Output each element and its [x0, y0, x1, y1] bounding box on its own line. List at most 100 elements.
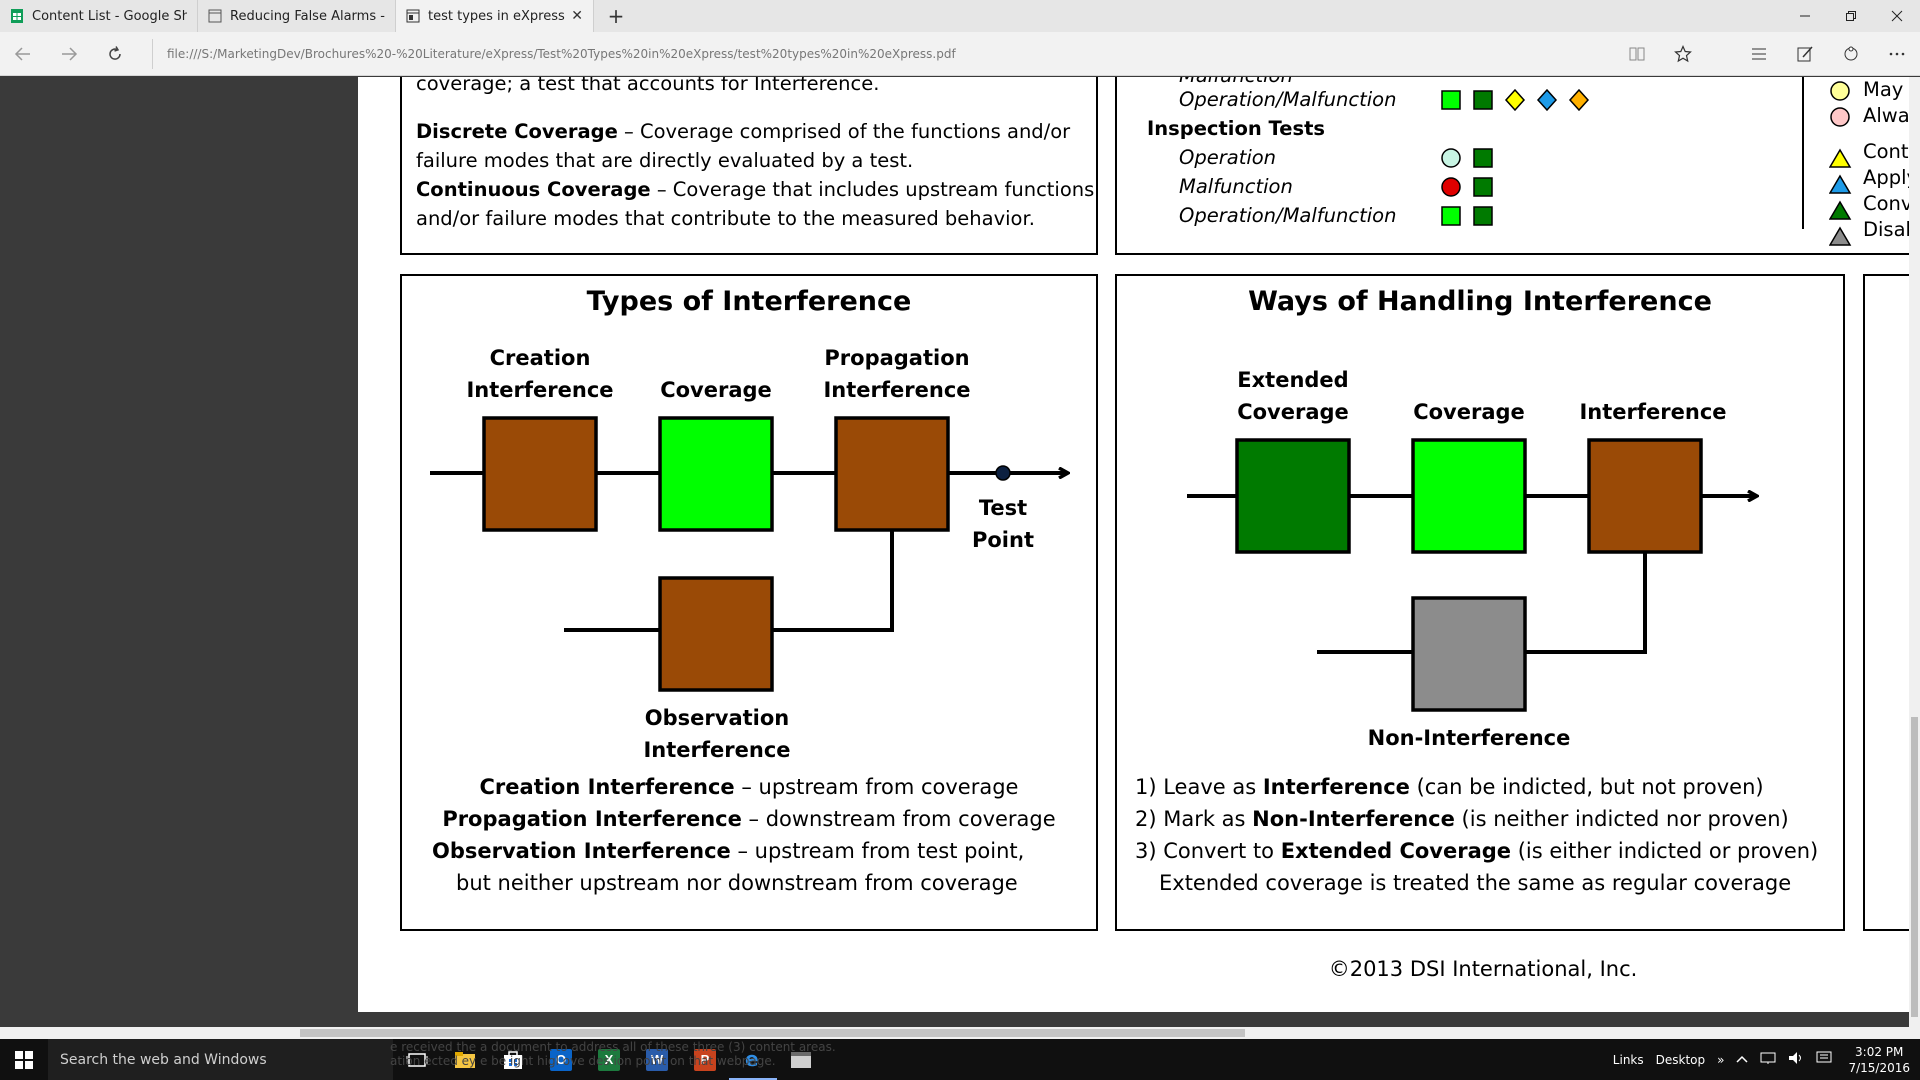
legend-right-item: May [1863, 78, 1904, 101]
vertical-scrollbar[interactable] [1909, 77, 1920, 1027]
address-bar[interactable]: file:///S:/MarketingDev/Brochures%20-%20… [152, 38, 1600, 69]
coverage-box [1411, 438, 1527, 554]
legend-symbols-operation [1441, 148, 1493, 168]
refresh-icon[interactable] [92, 32, 138, 76]
app-window-icon[interactable] [777, 1039, 825, 1080]
row-malfunction: Malfunction [1179, 175, 1293, 198]
panel-title: Ways of Handling Interference [1248, 286, 1712, 317]
new-tab-button[interactable]: + [607, 4, 625, 28]
powerpoint-icon[interactable]: P [681, 1039, 729, 1080]
legend-right-item: Alwa [1863, 104, 1910, 127]
close-window-icon[interactable] [1874, 0, 1920, 32]
close-tab-icon[interactable]: ✕ [571, 8, 583, 24]
vertical-scroll-thumb[interactable] [1911, 717, 1918, 1017]
taskbar: Search the web and Windows O X W P e Lin… [0, 1039, 1920, 1080]
tab-reducing-false-alarms[interactable]: Reducing False Alarms - Jou [198, 0, 396, 32]
coverage-box [658, 416, 774, 532]
pdf-page: coverage; a test that accounts for Inter… [358, 77, 1920, 1012]
term: Continuous Coverage [416, 178, 651, 201]
clock-date: 7/15/2016 [1848, 1060, 1910, 1075]
minimize-icon[interactable] [1782, 0, 1828, 32]
system-tray: Links Desktop » 3:02 PM 7/15/2016 [1607, 1039, 1920, 1080]
extended-coverage-box [1235, 438, 1351, 554]
restore-icon[interactable] [1828, 0, 1874, 32]
definition-observation: Observation Interference – upstream from… [432, 835, 1024, 867]
handling-item-3: 3) Convert to Extended Coverage (is eith… [1135, 835, 1818, 867]
text: 1) Leave as [1135, 775, 1263, 799]
discrete-coverage-line: Discrete Coverage – Coverage comprised o… [416, 117, 1070, 146]
network-icon[interactable] [1760, 1051, 1776, 1068]
action-center-icon[interactable] [1816, 1051, 1832, 1068]
forward-icon[interactable] [46, 32, 92, 76]
file-explorer-icon[interactable] [441, 1039, 489, 1080]
creation-interference-box [482, 416, 598, 532]
links-toolbar[interactable]: Links [1612, 1052, 1644, 1067]
label-line: Point [971, 528, 1034, 552]
clock-time: 3:02 PM [1855, 1044, 1904, 1059]
propagation-interference-box [834, 416, 950, 532]
tray-overflow-icon[interactable] [1736, 1053, 1748, 1067]
back-icon[interactable] [0, 32, 46, 76]
legend-right-item: Apply [1863, 166, 1919, 189]
legend-right-item: Contr [1863, 140, 1917, 163]
definition-creation: Creation Interference – upstream from co… [402, 771, 1096, 803]
text-line: and/or failure modes that contribute to … [416, 207, 1035, 230]
label-line: Interference [643, 738, 791, 762]
legend-symbols-op-malf-2 [1441, 206, 1493, 226]
label-coverage: Coverage [1413, 400, 1525, 424]
pdf-viewer[interactable]: coverage; a test that accounts for Inter… [0, 77, 1920, 1027]
horizontal-scrollbar[interactable] [0, 1027, 1920, 1039]
handling-item-1: 1) Leave as Interference (can be indicte… [1135, 771, 1764, 803]
task-view-icon[interactable] [393, 1039, 441, 1080]
legend-divider [1802, 77, 1804, 229]
web-note-icon[interactable] [1782, 32, 1828, 76]
label-coverage: Coverage [660, 378, 772, 402]
text: 3) Convert to [1135, 839, 1281, 863]
term: Propagation Interference [442, 807, 742, 831]
horizontal-scroll-thumb[interactable] [300, 1029, 1245, 1037]
label-line: Observation [644, 706, 790, 730]
text-line: coverage; a test that accounts for Inter… [416, 77, 880, 95]
taskbar-search[interactable]: Search the web and Windows [48, 1039, 393, 1080]
toolbar-chevron[interactable]: » [1717, 1052, 1725, 1067]
clock[interactable]: 3:02 PM 7/15/2016 [1848, 1044, 1910, 1076]
tab-label: Reducing False Alarms - Jou [230, 8, 385, 24]
legend-right-symbols [1829, 81, 1852, 246]
panel-title: Types of Interference [586, 286, 912, 317]
definition-propagation: Propagation Interference – downstream fr… [402, 803, 1096, 835]
hub-icon[interactable] [1736, 32, 1782, 76]
excel-icon[interactable]: X [585, 1039, 633, 1080]
label-line: Creation [489, 346, 591, 370]
volume-icon[interactable] [1788, 1051, 1804, 1068]
legend-symbols-malfunction [1441, 177, 1493, 197]
store-icon[interactable] [489, 1039, 537, 1080]
cut-label: Malfunction [1179, 77, 1293, 90]
edge-icon[interactable]: e [729, 1039, 777, 1080]
term: Creation Interference [479, 775, 735, 799]
tab-test-types-pdf[interactable]: test types in eXpress.pdf ✕ [396, 0, 594, 32]
reading-view-icon[interactable] [1614, 32, 1660, 76]
label-line: Interference [823, 378, 971, 402]
row-operation-malfunction: Operation/Malfunction [1179, 88, 1397, 111]
more-icon[interactable] [1874, 32, 1920, 76]
handling-item-3-note: Extended coverage is treated the same as… [1159, 871, 1792, 895]
label-line: Interference [466, 378, 614, 402]
tab-content-list[interactable]: Content List - Google Sheets [0, 0, 198, 32]
label-line: Extended [1237, 368, 1349, 392]
legend-right-item: Conv [1863, 192, 1913, 215]
favorite-star-icon[interactable] [1660, 32, 1706, 76]
copyright: ©2013 DSI International, Inc. [1328, 957, 1638, 981]
share-icon[interactable] [1828, 32, 1874, 76]
outlook-icon[interactable]: O [537, 1039, 585, 1080]
ghost-text: e received the a document to address all… [390, 1040, 836, 1068]
term: Observation Interference [432, 839, 731, 863]
row-operation-malfunction-2: Operation/Malfunction [1179, 204, 1397, 227]
word-icon[interactable]: W [633, 1039, 681, 1080]
desktop-toolbar[interactable]: Desktop [1655, 1052, 1706, 1067]
start-button[interactable] [0, 1039, 48, 1080]
